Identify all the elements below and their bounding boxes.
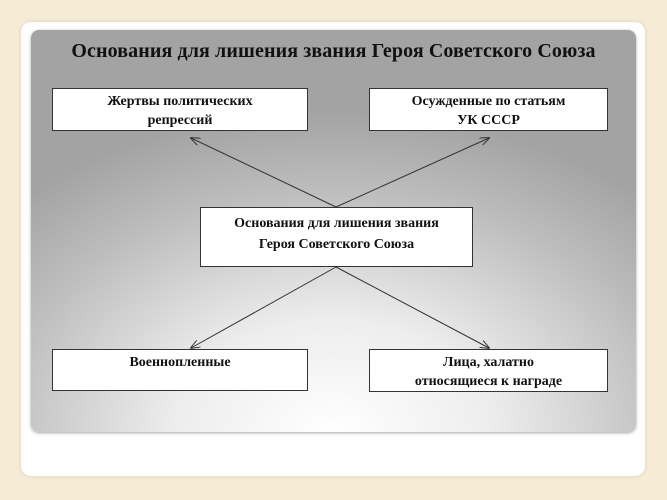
node-line: относящиеся к награде — [414, 374, 563, 389]
slide-footer-area — [21, 448, 645, 476]
node-center-grounds: Основания для лишения звания Героя Совет… — [200, 207, 473, 267]
slide-title: Основания для лишения звания Героя Совет… — [71, 40, 596, 62]
node-line: Осужденные по статьям — [411, 94, 566, 109]
node-convicted-under-criminal-code: Осужденные по статьям УК СССР — [369, 88, 608, 131]
arrow-to-bottom-left — [191, 266, 337, 348]
node-line: Лица, халатно — [443, 355, 534, 370]
node-line: Основания для лишения звания — [234, 216, 439, 231]
node-line: УК СССР — [457, 113, 520, 128]
arrow-to-bottom-right — [335, 266, 489, 348]
arrow-to-top-left — [191, 138, 337, 208]
arrow-to-top-right — [335, 138, 489, 208]
connector-arrows — [31, 30, 636, 432]
slide-panel: Основания для лишения звания Героя Совет… — [31, 30, 636, 432]
node-line: Военнопленные — [129, 355, 231, 370]
node-line: Жертвы политических — [107, 94, 253, 109]
node-prisoners-of-war: Военнопленные — [52, 349, 308, 391]
node-political-repression-victims: Жертвы политических репрессий — [52, 88, 308, 131]
node-line: Героя Советского Союза — [258, 237, 415, 252]
node-negligent-towards-award: Лица, халатно относящиеся к награде — [369, 349, 608, 392]
node-line: репрессий — [147, 113, 213, 128]
